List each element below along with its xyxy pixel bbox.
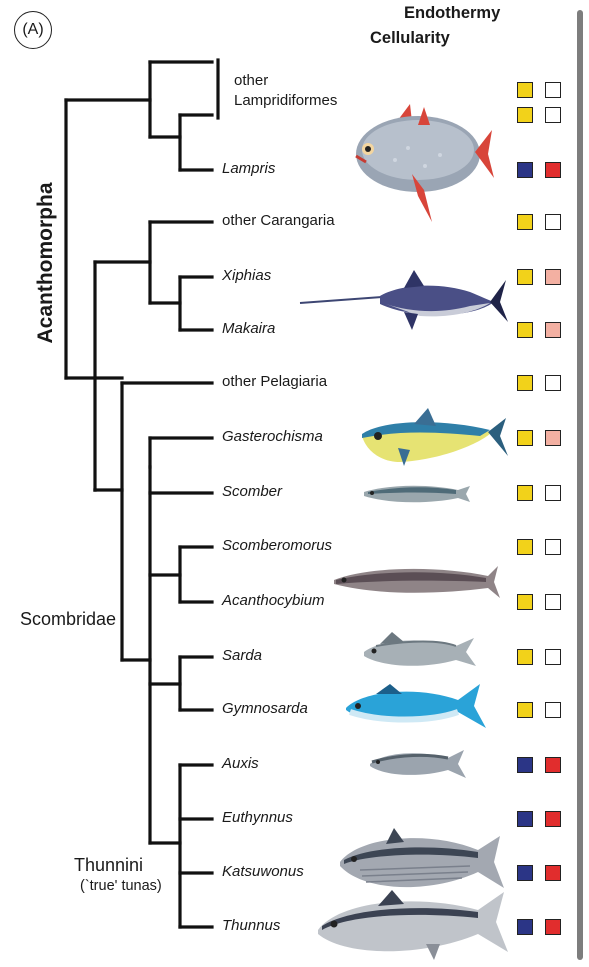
cellularity-box-gymnosarda [517, 702, 533, 718]
endothermy-box-makaira [545, 322, 561, 338]
cellularity-box-gasterochisma [517, 430, 533, 446]
endothermy-box-auxis [545, 757, 561, 773]
taxon-label-xiphias: Xiphias [222, 267, 271, 284]
cellularity-box-scomber [517, 485, 533, 501]
cellularity-box-carangaria [517, 214, 533, 230]
fish-thunnus-image [318, 890, 508, 960]
taxon-label-katsuwonus: Katsuwonus [222, 863, 304, 880]
side-bar [577, 10, 583, 960]
cellularity-box-thunnus [517, 919, 533, 935]
cellularity-box-auxis [517, 757, 533, 773]
taxon-label-scomber: Scomber [222, 483, 282, 500]
taxon-label-gasterochisma: Gasterochisma [222, 428, 323, 445]
fish-acanthocybium-image [334, 566, 500, 598]
taxon-label-sarda: Sarda [222, 647, 262, 664]
fish-scomber-image [364, 486, 470, 503]
endothermy-box-gasterochisma [545, 430, 561, 446]
cellularity-box-pelagiaria [517, 375, 533, 391]
cellularity-box-makaira [517, 322, 533, 338]
fish-makaira-image [300, 270, 508, 330]
cellularity-box-sarda [517, 649, 533, 665]
taxon-label-scomberomorus: Scomberomorus [222, 537, 332, 554]
endothermy-box-carangaria [545, 214, 561, 230]
taxon-label-euthynnus: Euthynnus [222, 809, 293, 826]
cellularity-box-katsuwonus [517, 865, 533, 881]
taxon-label-makaira: Makaira [222, 320, 275, 337]
taxon-label-pelagiaria: other Pelagiaria [222, 373, 327, 390]
endothermy-box-unnamed [545, 107, 561, 123]
cellularity-box-euthynnus [517, 811, 533, 827]
endothermy-box-scomber [545, 485, 561, 501]
cellularity-box-lampris [517, 162, 533, 178]
endothermy-box-acanthocybium [545, 594, 561, 610]
fish-sarda-image [364, 632, 476, 666]
taxon-label-auxis: Auxis [222, 755, 259, 772]
fish-auxis-image [370, 750, 466, 778]
taxon-label-lampris: Lampris [222, 160, 275, 177]
endothermy-box-scomberomorus [545, 539, 561, 555]
taxon-label-carangaria: other Carangaria [222, 212, 335, 229]
endothermy-box-thunnus [545, 919, 561, 935]
endothermy-box-lampris [545, 162, 561, 178]
endothermy-box-pelagiaria [545, 375, 561, 391]
taxon-label-lampridiformes-line1: other [234, 72, 268, 89]
fish-gymnosarda-image [346, 684, 486, 728]
taxon-label-acanthocybium: Acanthocybium [222, 592, 325, 609]
endothermy-box-katsuwonus [545, 865, 561, 881]
endothermy-box-sarda [545, 649, 561, 665]
endothermy-box-gymnosarda [545, 702, 561, 718]
cellularity-box-xiphias [517, 269, 533, 285]
cellularity-box-lampridiformes [517, 82, 533, 98]
endothermy-box-lampridiformes [545, 82, 561, 98]
cellularity-box-scomberomorus [517, 539, 533, 555]
taxon-label-gymnosarda: Gymnosarda [222, 700, 308, 717]
endothermy-box-euthynnus [545, 811, 561, 827]
fish-lampris-image [356, 104, 494, 222]
taxon-label-lampridiformes-line2: Lampridiformes [234, 92, 337, 109]
endothermy-box-xiphias [545, 269, 561, 285]
fish-katsuwonus-image [340, 828, 504, 888]
taxon-label-thunnus: Thunnus [222, 917, 280, 934]
fish-gasterochisma-image [362, 408, 508, 466]
cellularity-box-acanthocybium [517, 594, 533, 610]
cellularity-box-unnamed [517, 107, 533, 123]
